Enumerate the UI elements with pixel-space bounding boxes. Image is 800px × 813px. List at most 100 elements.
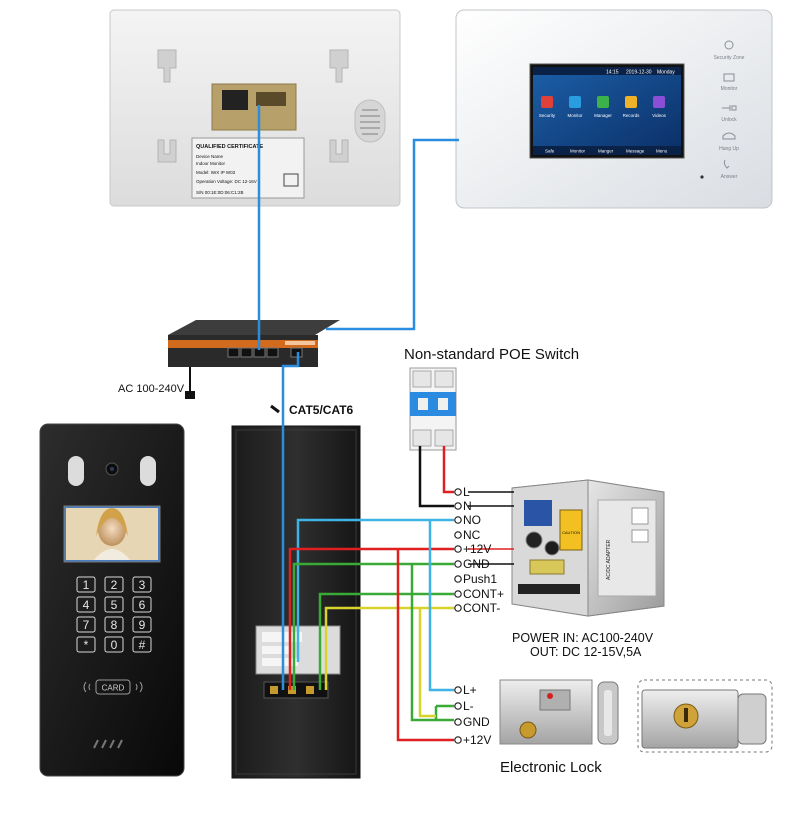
status-date: 2019-12-30 <box>626 70 652 76</box>
svg-text:Unlock: Unlock <box>721 117 737 123</box>
led-right <box>140 456 156 486</box>
answer-button[interactable]: Answer <box>721 159 738 180</box>
keypad-key-2[interactable]: 2 <box>104 576 124 593</box>
taskbar-safe[interactable]: Safe <box>545 149 555 154</box>
monitor-back: QUALIFIED CERTIFICATE Device Name Indoor… <box>109 9 401 207</box>
cable-label: CAT5/CAT6 <box>289 403 354 417</box>
hang-up-button[interactable]: Hang Up <box>719 132 739 152</box>
app-records[interactable]: Records <box>623 96 641 118</box>
security-zone-button[interactable]: Security Zone <box>714 40 745 61</box>
keypad-key-8[interactable]: 8 <box>104 616 124 633</box>
terminal-label: CONT- <box>463 601 500 615</box>
certificate-line-1: Device Name <box>196 154 224 159</box>
svg-text:Answer: Answer <box>721 174 738 180</box>
lock-label: Electronic Lock <box>500 759 602 776</box>
monitor-button[interactable]: Monitor <box>721 73 738 92</box>
svg-text:Manager: Manager <box>594 113 612 118</box>
wire-cont-plus <box>318 592 454 690</box>
app-manager[interactable]: Manager <box>594 96 612 118</box>
ac-input-label: AC 100-240V <box>118 383 185 395</box>
speaker-grille <box>93 739 123 749</box>
keypad-key-hash[interactable]: # <box>132 636 152 653</box>
terminal-label: NC <box>463 528 481 542</box>
keypad-key-label: 9 <box>139 618 146 632</box>
keypad-key-3[interactable]: 3 <box>132 576 152 593</box>
app-security[interactable]: Security <box>539 96 556 118</box>
certificate-line-2: Indoor Monitor <box>196 161 226 166</box>
power-supply: CAUTION AC/DC ADAPTER <box>511 479 665 617</box>
keypad-key-label: 5 <box>111 598 118 612</box>
terminal-label: N <box>463 499 472 513</box>
keypad-key-4[interactable]: 4 <box>76 596 96 613</box>
certificate-title: QUALIFIED CERTIFICATE <box>196 144 263 150</box>
wire-net-monitor-front <box>326 138 459 331</box>
wires <box>257 105 514 742</box>
svg-text:Hang Up: Hang Up <box>719 146 739 152</box>
terminal-screw-icon <box>454 718 462 726</box>
keypad-key-5[interactable]: 5 <box>104 596 124 613</box>
terminal-main-1: NC <box>454 528 481 542</box>
keypad-key-label: 6 <box>139 598 146 612</box>
svg-text:Security Zone: Security Zone <box>714 55 745 61</box>
status-day: Monday <box>657 70 675 76</box>
terminal-top-0: L <box>454 485 470 499</box>
terminal-lock-3: +12V <box>454 733 491 747</box>
card-label: CARD <box>102 684 125 693</box>
taskbar-menu[interactable]: Menu <box>656 149 668 154</box>
monitor-front: 14:15 2019-12-30 Monday Security Monitor… <box>455 9 773 209</box>
keypad-key-label: 3 <box>139 578 146 592</box>
switch-label: Non-standard POE Switch <box>404 346 579 363</box>
terminal-main-6: CONT- <box>454 601 500 615</box>
svg-text:Monitor: Monitor <box>567 113 583 118</box>
keypad-key-9[interactable]: 9 <box>132 616 152 633</box>
keypad-key-label: 4 <box>83 598 90 612</box>
status-time: 14:15 <box>606 70 619 76</box>
led-left <box>68 456 84 486</box>
adapter-label: AC/DC ADAPTER <box>606 539 612 580</box>
taskbar-message[interactable]: Message <box>626 149 645 154</box>
app-videos[interactable]: Videos <box>652 96 667 118</box>
card-reader[interactable] <box>95 679 131 695</box>
unlock-button[interactable]: Unlock <box>721 105 737 123</box>
terminal-screw-icon <box>454 702 462 710</box>
poe-switch <box>168 320 340 399</box>
keypad-key-label: * <box>84 638 89 652</box>
nfc-right-icon <box>135 681 143 693</box>
wire-lock-lplus <box>428 520 454 692</box>
wire-gnd <box>292 562 454 690</box>
app-grid: Security Monitor Manager Records Videos <box>539 96 667 118</box>
certificate-line-3: Model: IWX IP W03 <box>196 170 236 175</box>
svg-text:Records: Records <box>623 113 641 118</box>
terminal-screw-icon <box>454 488 462 496</box>
lock-internal-photo <box>499 679 619 745</box>
wire-l <box>442 446 454 494</box>
taskbar-manger[interactable]: Manger <box>598 149 614 154</box>
nfc-left-icon <box>83 681 91 693</box>
terminal-screw-icon <box>454 560 462 568</box>
terminal-screw-icon <box>454 516 462 524</box>
keypad-key-star[interactable]: * <box>76 636 96 653</box>
wire-net-door <box>281 352 300 690</box>
wire-lock-12v <box>396 549 454 742</box>
terminal-label: +12V <box>463 733 491 747</box>
keypad-key-0[interactable]: 0 <box>104 636 124 653</box>
wire-lock-gnd <box>410 564 454 722</box>
certificate-label: QUALIFIED CERTIFICATE Device Name Indoor… <box>191 137 305 199</box>
taskbar-monitor[interactable]: Monitor <box>570 149 586 154</box>
terminal-label: L <box>463 485 470 499</box>
power-label-line1: POWER IN: AC100-240V <box>512 631 654 645</box>
keypad-key-7[interactable]: 7 <box>76 616 96 633</box>
wire-no <box>296 518 454 662</box>
terminal-screw-icon <box>454 502 462 510</box>
svg-text:Security: Security <box>539 113 556 118</box>
terminal-main-2: +12V <box>454 542 491 556</box>
terminal-main-5: CONT+ <box>454 587 504 601</box>
app-monitor[interactable]: Monitor <box>567 96 583 118</box>
wire-12v <box>288 547 454 690</box>
keypad-key-1[interactable]: 1 <box>76 576 96 593</box>
terminal-main-4: Push1 <box>454 572 497 586</box>
keypad-key-6[interactable]: 6 <box>132 596 152 613</box>
